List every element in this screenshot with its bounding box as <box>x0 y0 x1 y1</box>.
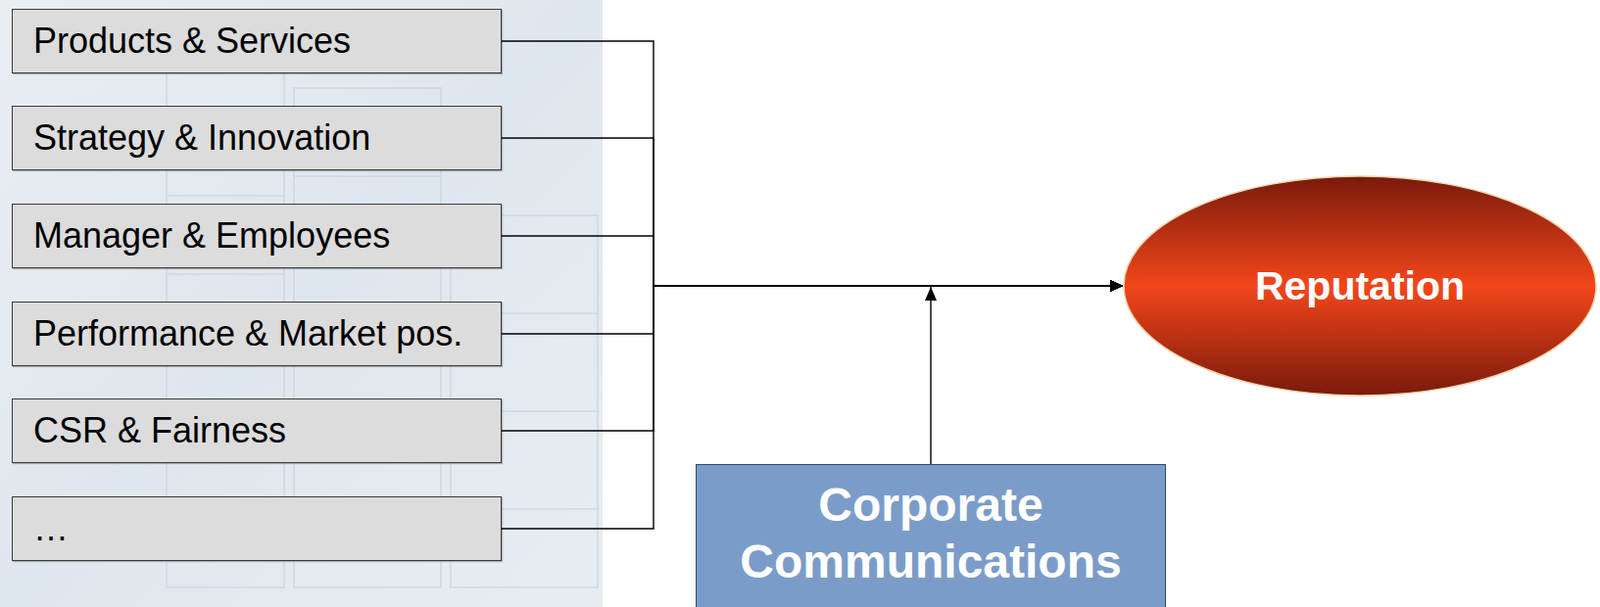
node-label: Corporate Communications <box>712 477 1150 590</box>
node-label: Performance & Market pos. <box>33 313 463 355</box>
building-backdrop <box>0 0 603 607</box>
node-label: Strategy & Innovation <box>33 117 371 159</box>
factor-box: Strategy & Innovation <box>11 105 502 171</box>
communications-box: Corporate Communications <box>695 464 1166 607</box>
factor-box: Manager & Employees <box>11 203 502 269</box>
node-label: … <box>33 508 69 550</box>
factor-box: … <box>11 496 502 562</box>
connector-arrow <box>930 286 1123 465</box>
connector-arrow <box>501 236 1123 287</box>
node-label: Products & Services <box>33 20 351 62</box>
node-label: CSR & Fairness <box>33 410 287 452</box>
factor-box: Performance & Market pos. <box>11 301 502 367</box>
connector-arrow <box>501 41 1123 287</box>
factor-box: Products & Services <box>11 8 502 74</box>
connector-arrow <box>501 138 1123 287</box>
reputation-ellipse: Reputation <box>1122 175 1598 397</box>
connector-arrow <box>501 286 1123 335</box>
factor-box: CSR & Fairness <box>11 398 502 464</box>
connector-arrow <box>501 286 1123 432</box>
ellipse-outline <box>1123 176 1597 396</box>
node-label: Reputation <box>1255 263 1465 310</box>
node-label: Manager & Employees <box>33 215 390 257</box>
